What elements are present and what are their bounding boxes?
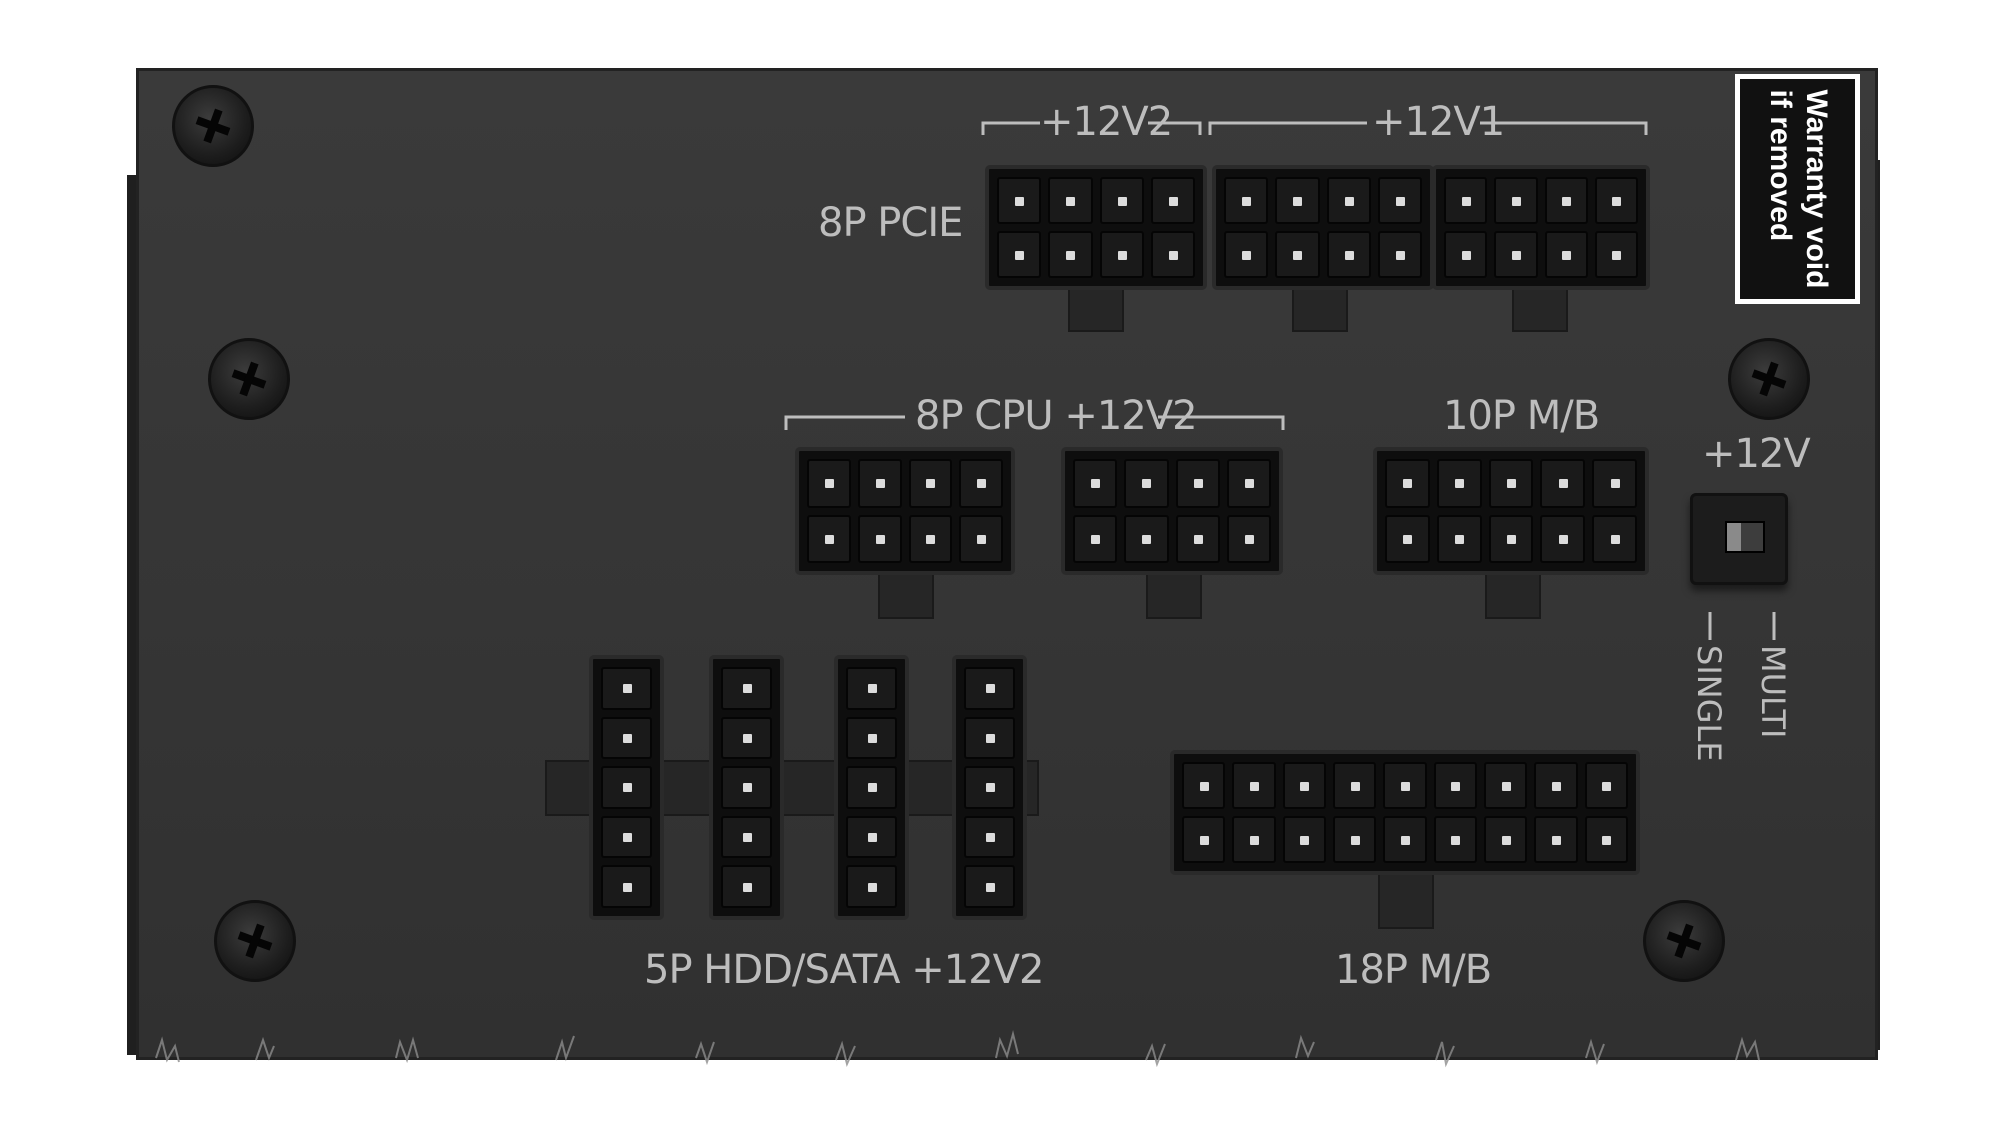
label-hdd-sata: 5P HDD/SATA +12V2 (644, 947, 1044, 993)
pcie-latch-1 (1068, 290, 1124, 332)
panel-bottom-fuzz (155, 1030, 1760, 1068)
bracket-cpu-left (784, 415, 905, 430)
bracket-cpu-right (1158, 415, 1285, 430)
label-single: SINGLE (1690, 645, 1728, 762)
screw-mid-left (208, 338, 290, 420)
pcie-connector-3[interactable] (1432, 165, 1650, 290)
label-mb10: 10P M/B (1443, 393, 1600, 439)
bracket-12v1-left (1208, 121, 1367, 135)
cpu-connector-2[interactable] (1061, 447, 1283, 575)
hdd-sata-connector-2[interactable] (709, 655, 784, 920)
warranty-text: Warranty void if removed (1762, 90, 1834, 289)
warranty-line-2: if removed (1763, 89, 1797, 242)
cpu-latch-1 (878, 575, 934, 619)
pcie-latch-2 (1292, 290, 1348, 332)
label-12v1-rail: +12V1 (1372, 99, 1505, 145)
label-switch-12v: +12V (1702, 431, 1811, 477)
screw-bottom-right (1643, 900, 1725, 982)
pcie-latch-3 (1512, 290, 1568, 332)
switch-toggle[interactable] (1725, 521, 1765, 553)
pcie-connector-1[interactable] (985, 165, 1207, 290)
hdd-sata-connector-1[interactable] (589, 655, 664, 920)
pcie-connector-2[interactable] (1212, 165, 1434, 290)
cpu-latch-2 (1146, 575, 1202, 619)
screw-bottom-left (214, 900, 296, 982)
label-pcie: 8P PCIE (818, 200, 963, 246)
cpu-connector-1[interactable] (795, 447, 1015, 575)
bracket-12v2-right (1148, 121, 1202, 135)
rail-mode-switch[interactable] (1690, 493, 1788, 585)
hdd-sata-connector-3[interactable] (834, 655, 909, 920)
screw-mid-right (1728, 338, 1810, 420)
screw-top-left (172, 85, 254, 167)
mb10-connector[interactable] (1373, 447, 1649, 575)
label-12v2-rail: +12V2 (1040, 99, 1173, 145)
bracket-12v2-left (981, 121, 1040, 135)
mb10-latch (1485, 575, 1541, 619)
bracket-12v1-right (1480, 121, 1648, 135)
mb18-connector[interactable] (1170, 750, 1640, 875)
warranty-line-1: Warranty void (1799, 89, 1833, 289)
mb18-latch (1378, 875, 1434, 929)
label-multi: MULTI (1754, 645, 1792, 739)
label-mb18: 18P M/B (1335, 947, 1492, 993)
hdd-sata-connector-4[interactable] (952, 655, 1027, 920)
warranty-sticker: Warranty void if removed (1735, 74, 1860, 304)
label-cpu: 8P CPU +12V2 (915, 393, 1198, 439)
